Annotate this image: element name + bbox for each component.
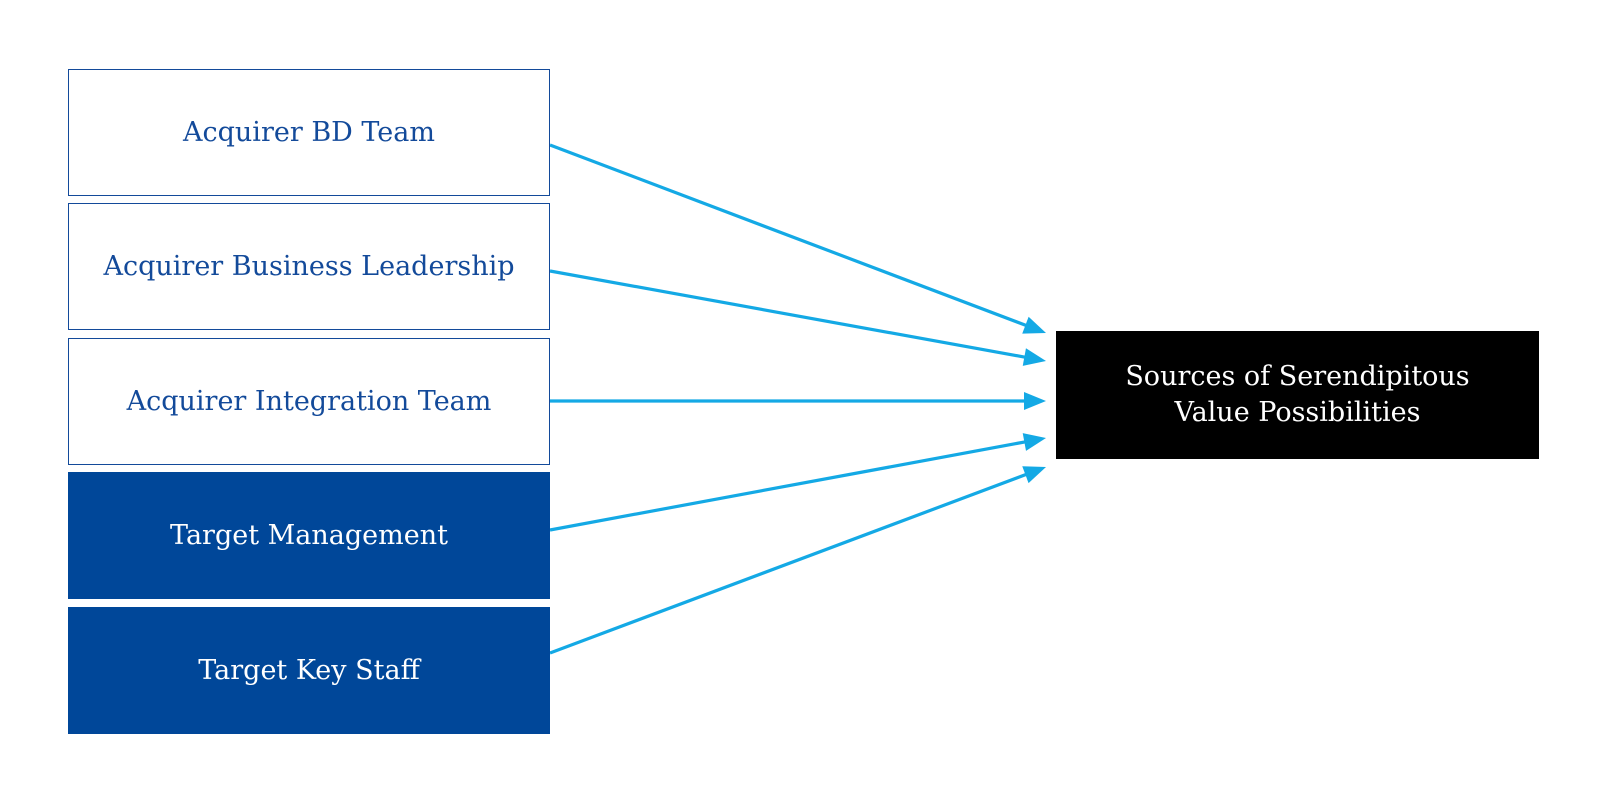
arrow-acquirer-integration-team-head [1024,392,1046,410]
arrow-target-key-staff-line [549,472,1028,655]
arrow-acquirer-bd-team-line [549,143,1028,328]
source-label: Acquirer Business Leadership [103,250,515,282]
target-label-line-1: Sources of Serendipitous [1125,361,1470,392]
arrow-target-key-staff-head [1022,466,1046,484]
source-box-target-key-staff: Target Key Staff [68,607,550,734]
target-label-line-2: Value Possibilities [1174,397,1421,428]
source-box-acquirer-business-leadership: Acquirer Business Leadership [68,203,550,330]
arrow-acquirer-business-leadership-line [549,269,1027,360]
source-box-acquirer-bd-team: Acquirer BD Team [68,69,550,196]
arrow-acquirer-business-leadership-head [1022,348,1046,366]
target-box-serendipitous-value: Sources of Serendipitous Value Possibili… [1056,331,1539,459]
source-box-target-management: Target Management [68,472,550,599]
arrow-target-management-head [1022,433,1046,451]
source-label: Target Management [170,519,448,551]
source-label: Acquirer BD Team [183,116,435,148]
source-label: Target Key Staff [198,654,420,686]
source-label: Acquirer Integration Team [126,385,492,417]
arrow-acquirer-bd-team-head [1022,316,1046,334]
source-box-acquirer-integration-team: Acquirer Integration Team [68,338,550,465]
arrow-target-management-line [549,440,1027,532]
